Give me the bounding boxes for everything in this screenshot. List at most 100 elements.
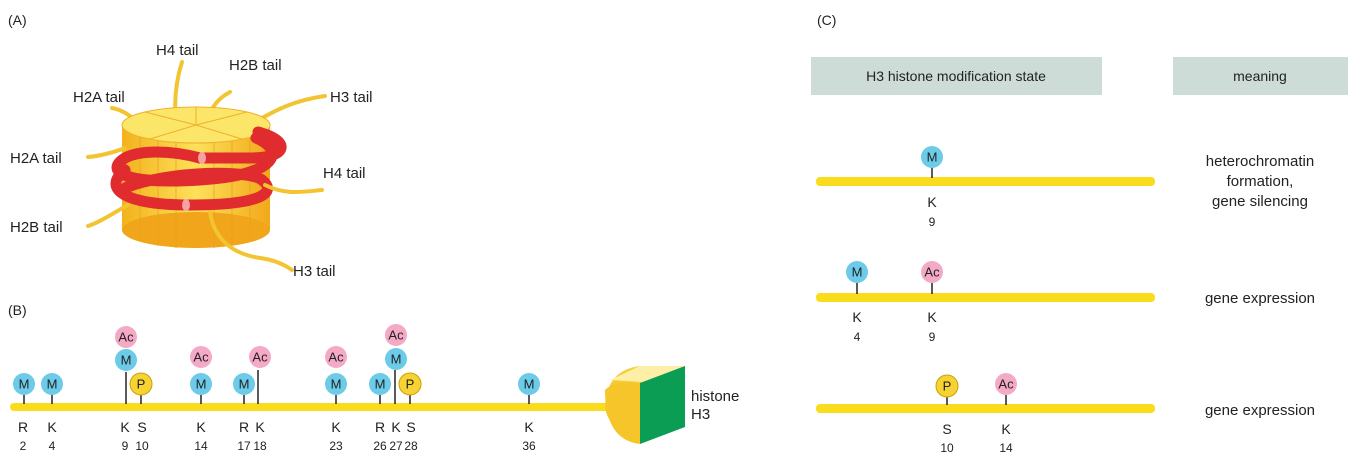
residue-k36: K (524, 419, 534, 435)
h3-tail-bottom (208, 210, 294, 272)
residue-k27: K (391, 419, 401, 435)
state-line (816, 293, 1155, 302)
mark-m-k9: M (115, 349, 137, 371)
state-row-1: M K 9 (816, 146, 1155, 229)
mark-ac-k18: Ac (249, 346, 271, 368)
label-h4-tail-top: H4 tail (156, 42, 199, 59)
residue-r17: R (239, 419, 249, 435)
svg-text:M: M (524, 377, 535, 392)
mark-m-r2: M (13, 373, 35, 395)
residue-letter: S (942, 421, 951, 437)
mark-ac-k9-row2: Ac (921, 261, 943, 283)
mark-m-k4: M (41, 373, 63, 395)
residue-num-2: 2 (20, 439, 27, 453)
residue-labels: R 2 K 4 K 9 S 10 K 14 R 17 K 18 K 23 R 2… (18, 419, 536, 453)
meaning-row2: gene expression (1205, 290, 1315, 307)
residue-r2: R (18, 419, 28, 435)
label-h2b-tail-top: H2B tail (229, 57, 282, 74)
svg-text:M: M (852, 265, 863, 280)
residue-num-27: 27 (389, 439, 403, 453)
residue-letter: K (927, 194, 937, 210)
mark-p-s10: P (129, 372, 153, 396)
residue-r26: R (375, 419, 385, 435)
svg-text:M: M (391, 352, 402, 367)
mark-ac-k9: Ac (115, 326, 137, 348)
svg-text:M: M (47, 377, 58, 392)
mark-m-r17: M (233, 373, 255, 395)
svg-text:M: M (196, 377, 207, 392)
residue-num-28: 28 (404, 439, 418, 453)
mark-stems (23, 370, 530, 404)
residue-letter: K (1001, 421, 1011, 437)
svg-text:M: M (239, 377, 250, 392)
panel-a-label: (A) (8, 12, 27, 28)
header-meaning-box (1173, 57, 1348, 95)
residue-num-26: 26 (373, 439, 387, 453)
mark-ac-k14: Ac (190, 346, 212, 368)
residue-num: 9 (929, 330, 936, 344)
svg-text:Ac: Ac (328, 350, 344, 365)
residue-k9: K (120, 419, 130, 435)
panel-c-label: (C) (817, 12, 836, 28)
state-row-2: M Ac K 4 K 9 (816, 261, 1155, 344)
mark-m-k23: M (325, 373, 347, 395)
mark-m-k36: M (518, 373, 540, 395)
residue-num-9: 9 (122, 439, 129, 453)
meaning-row1-line1: heterochromatin (1206, 153, 1314, 170)
svg-text:Ac: Ac (998, 377, 1014, 392)
label-h2a-tail-left: H2A tail (10, 150, 62, 167)
mark-m-k14: M (190, 373, 212, 395)
residue-num: 14 (999, 441, 1013, 455)
svg-text:Ac: Ac (924, 265, 940, 280)
svg-text:Ac: Ac (252, 350, 268, 365)
mark-m-r26: M (369, 373, 391, 395)
svg-text:P: P (137, 377, 146, 392)
h2a-tail-left (86, 146, 127, 159)
svg-text:M: M (121, 353, 132, 368)
label-h2b-tail-left: H2B tail (10, 219, 63, 236)
state-line (816, 404, 1155, 413)
residue-k14: K (196, 419, 206, 435)
meaning-row1-line3: gene silencing (1212, 193, 1308, 210)
label-h3-tail-right: H3 tail (330, 89, 373, 106)
mark-ac-k14-row3: Ac (995, 373, 1017, 395)
residue-num: 10 (940, 441, 954, 455)
residue-k4: K (47, 419, 57, 435)
residue-num-4: 4 (49, 439, 56, 453)
residue-num-10: 10 (135, 439, 149, 453)
header-meaning: meaning (1233, 68, 1287, 84)
panel-b-label: (B) (8, 302, 27, 318)
state-line (816, 177, 1155, 186)
svg-text:P: P (943, 379, 952, 394)
svg-text:Ac: Ac (118, 330, 134, 345)
residue-num-23: 23 (329, 439, 343, 453)
h3-tail-line (10, 403, 620, 411)
residue-num: 4 (854, 330, 861, 344)
residue-k23: K (331, 419, 341, 435)
residue-letter: K (927, 309, 937, 325)
residue-num-14: 14 (194, 439, 208, 453)
histone-label-line1: histone (691, 388, 739, 405)
histone-h3-block (605, 366, 685, 444)
residue-k18: K (255, 419, 265, 435)
svg-text:Ac: Ac (388, 328, 404, 343)
label-h4-tail-right: H4 tail (323, 165, 366, 182)
mark-m-k27: M (385, 348, 407, 370)
mark-m-k4-row2: M (846, 261, 868, 283)
svg-text:M: M (19, 377, 30, 392)
residue-s28: S (406, 419, 415, 435)
header-state-box (811, 57, 1102, 95)
h2b-tail-left (86, 203, 130, 228)
svg-text:M: M (927, 150, 938, 165)
h4-tail-right (263, 183, 324, 194)
header-state: H3 histone modification state (866, 68, 1046, 84)
mark-ac-k27: Ac (385, 324, 407, 346)
residue-num-36: 36 (522, 439, 536, 453)
svg-text:M: M (331, 377, 342, 392)
svg-text:P: P (406, 377, 415, 392)
mark-m-k9-row1: M (921, 146, 943, 168)
residue-num: 9 (929, 215, 936, 229)
meaning-row3: gene expression (1205, 402, 1315, 419)
mark-p-s28: P (398, 372, 422, 396)
